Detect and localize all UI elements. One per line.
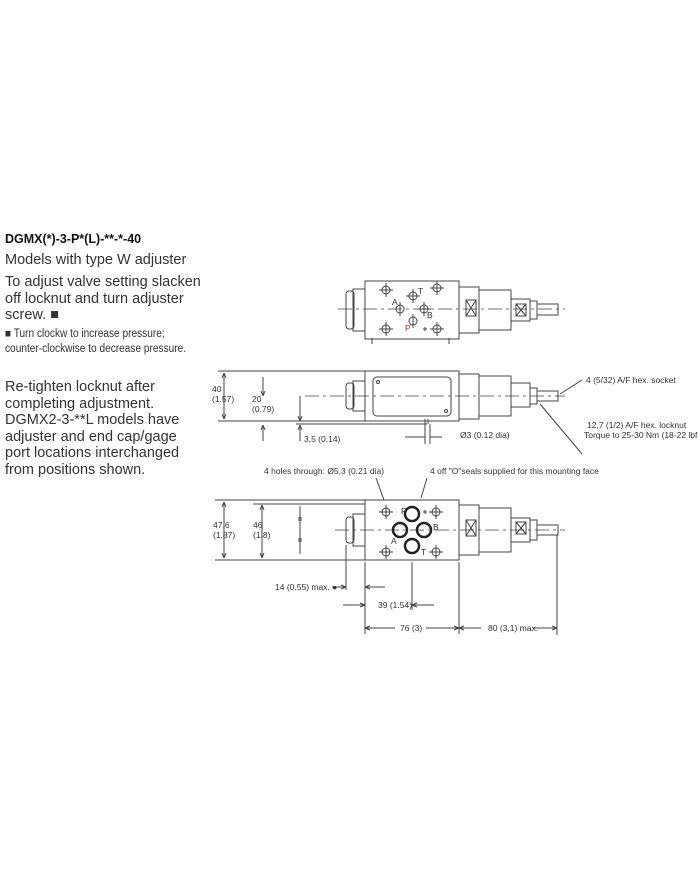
adjust-instructions: To adjust valve setting slacken off lock… [5,274,201,323]
dim-20: 20 [252,394,262,404]
port-p-label: P [405,323,411,333]
dim-dia-3: Ø3 (0.12 dia) [460,430,510,440]
port-t-label-bottom: T [421,547,426,557]
seals-label: 4 off "O"seals supplied for this mountin… [430,466,599,476]
dim-76: 76 (3) [400,623,422,633]
port-t-label: T [418,286,423,296]
port-b-label-bottom: B [433,522,439,532]
locknut-instructions: Re-tighten locknut after completing adju… [5,379,180,478]
holes-label: 4 holes through: Ø5,3 (0.21 dia) [264,466,384,476]
hex-socket-label: 4 (5/32) A/F hex. socket [586,375,676,385]
dim-46: 46 [253,520,263,530]
port-p-label-bottom: P [401,506,407,516]
model-title: DGMX(*)-3-P*(L)-**-*-40 [5,232,142,246]
dim-14: 14 (0.55) max. ● [275,582,337,592]
subtitle: Models with type W adjuster [5,252,187,268]
locknut-label: 12,7 (1/2) A/F hex. locknut [587,420,687,430]
dim-20-in: (0.79) [252,404,274,414]
dim-40-in: (1.57) [212,394,234,404]
dim-47-6: 47,6 [213,520,230,530]
port-b-label: B [427,310,433,320]
side-view: 40 (1.57) 20 (0.79) 3,5 (0.14) Ø3 (0.12 … [212,370,700,455]
port-a-label-bottom: A [391,536,397,546]
dim-80: 80 (3,1) max. [488,623,538,633]
top-view: A T B P [338,280,565,344]
dim-40: 40 [212,384,222,394]
rotation-note: ■ Turn clockw to increase pressure; coun… [5,328,187,355]
torque-label: Torque to 25-30 Nm (18-22 lbf ft) [584,430,700,440]
port-a-label: A [392,297,398,307]
bottom-view: 4 holes through: Ø5,3 (0.21 dia) 4 off "… [213,466,599,635]
dim-39: 39 (1.54) [378,600,412,610]
dim-46-in: (1.8) [253,530,271,540]
dim-3-5: 3,5 (0.14) [304,434,341,444]
dim-47-6-in: (1.87) [213,530,235,540]
